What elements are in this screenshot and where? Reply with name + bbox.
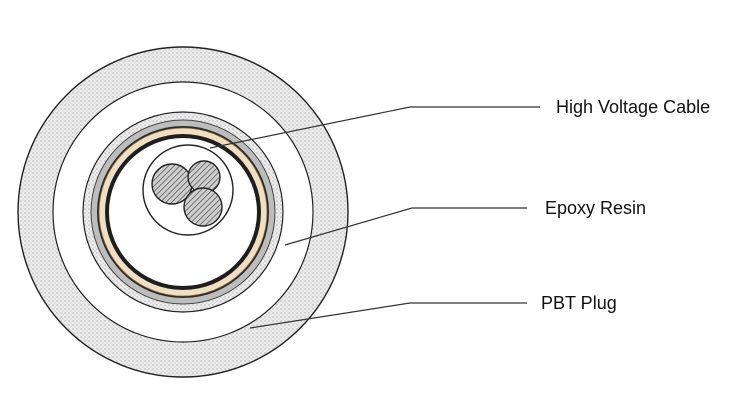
label-epoxy-resin: Epoxy Resin	[545, 198, 646, 218]
conductor-3	[183, 187, 223, 227]
leader-line-epoxy-resin	[284, 207, 527, 246]
label-pbt-plug: PBT Plug	[541, 293, 617, 313]
label-high-voltage-cable: High Voltage Cable	[556, 97, 710, 117]
leader-line-pbt-plug	[249, 302, 527, 329]
leader-line-high-voltage-cable	[209, 106, 540, 149]
